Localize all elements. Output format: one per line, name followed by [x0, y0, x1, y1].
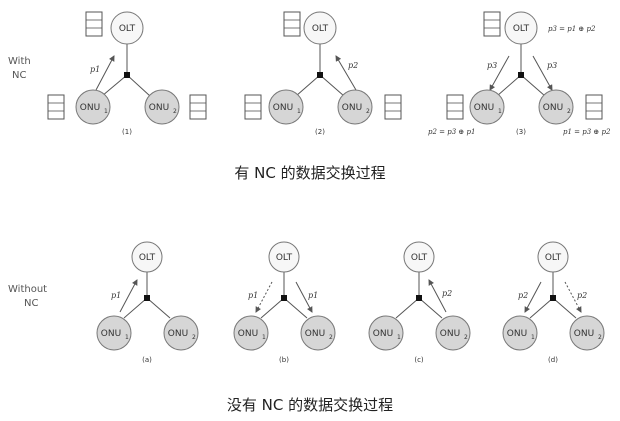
- buffer-icon: [47, 94, 65, 120]
- onu1-node: [233, 315, 269, 351]
- onu1-label: ONU: [80, 103, 100, 113]
- svg-text:ONU: ONU: [373, 329, 393, 339]
- label-p3-right: p3: [547, 61, 557, 70]
- onu2-node: [300, 315, 336, 351]
- svg-text:OLT: OLT: [411, 253, 428, 263]
- svg-text:2: 2: [173, 108, 177, 115]
- without-panel-a: p1 OLT ONU 1 ONU 2 (a): [96, 241, 199, 364]
- svg-text:ONU: ONU: [342, 103, 362, 113]
- olt-node: [537, 241, 569, 273]
- with-panel-2: p2 OLT ONU 1 ONU 2 (2): [244, 11, 402, 136]
- buffer-icon: [585, 94, 603, 120]
- with-panel-3: p3 p3 OLT ONU 1 ONU 2 p3 = p1 ⊕ p2 p2 = …: [428, 11, 611, 136]
- caption-with-nc: 有 NC 的数据交换过程: [234, 164, 385, 182]
- onu2-label: ONU: [149, 103, 169, 113]
- equation-left: p2 = p3 ⊕ p1: [428, 128, 475, 136]
- svg-text:1: 1: [498, 108, 502, 115]
- olt-node: [110, 11, 144, 45]
- buffer-icon: [483, 11, 501, 37]
- caption-without-nc: 没有 NC 的数据交换过程: [227, 396, 393, 414]
- svg-text:(b): (b): [279, 356, 289, 364]
- svg-text:1: 1: [397, 334, 401, 341]
- buffer-icon: [189, 94, 207, 120]
- svg-text:p1: p1: [308, 291, 318, 300]
- svg-text:2: 2: [567, 108, 571, 115]
- buffer-icon: [283, 11, 301, 37]
- with-label: With: [8, 56, 31, 67]
- buffer-icon: [384, 94, 402, 120]
- svg-text:ONU: ONU: [238, 329, 258, 339]
- svg-text:(2): (2): [315, 128, 325, 136]
- svg-text:(d): (d): [548, 356, 558, 364]
- without-panel-b: p1 p1 OLT ONU 1 ONU 2 (b): [233, 241, 336, 364]
- onu2-node: [144, 89, 180, 125]
- olt-node: [303, 11, 337, 45]
- onu2-node: [163, 315, 199, 351]
- svg-text:ONU: ONU: [440, 329, 460, 339]
- svg-text:2: 2: [464, 334, 468, 341]
- label-p1: p1: [90, 65, 100, 74]
- svg-text:OLT: OLT: [276, 253, 293, 263]
- onu1-node: [75, 89, 111, 125]
- onu2-node: [435, 315, 471, 351]
- onu1-node: [368, 315, 404, 351]
- olt-node: [504, 11, 538, 45]
- svg-text:2: 2: [329, 334, 333, 341]
- olt-label: OLT: [119, 24, 136, 34]
- panel-id: (1): [122, 128, 132, 136]
- without-nc-label: NC: [24, 298, 38, 309]
- svg-text:p2: p2: [442, 289, 452, 298]
- buffer-icon: [446, 94, 464, 120]
- olt-node: [131, 241, 163, 273]
- svg-text:ONU: ONU: [273, 103, 293, 113]
- onu1-node: [268, 89, 304, 125]
- svg-text:p2: p2: [577, 291, 587, 300]
- svg-text:1: 1: [125, 334, 129, 341]
- svg-text:2: 2: [598, 334, 602, 341]
- olt-node: [403, 241, 435, 273]
- svg-text:2: 2: [192, 334, 196, 341]
- buffer-icon: [244, 94, 262, 120]
- onu2-node: [337, 89, 373, 125]
- svg-text:ONU: ONU: [474, 103, 494, 113]
- label-p2: p2: [348, 61, 358, 70]
- without-panel-d: p2 p2 OLT ONU 1 ONU 2 (d): [502, 241, 605, 364]
- without-panel-c: p2 OLT ONU 1 ONU 2 (c): [368, 241, 471, 364]
- with-nc-label: NC: [12, 70, 26, 81]
- svg-text:ONU: ONU: [574, 329, 594, 339]
- without-label: Without: [8, 284, 47, 295]
- svg-text:ONU: ONU: [168, 329, 188, 339]
- svg-text:1: 1: [297, 108, 301, 115]
- onu1-node: [96, 315, 132, 351]
- svg-text:p2: p2: [518, 291, 528, 300]
- svg-text:ONU: ONU: [101, 329, 121, 339]
- svg-text:OLT: OLT: [139, 253, 156, 263]
- onu2-node: [569, 315, 605, 351]
- olt-node: [268, 241, 300, 273]
- svg-text:p1: p1: [111, 291, 121, 300]
- svg-text:OLT: OLT: [545, 253, 562, 263]
- svg-text:(c): (c): [414, 356, 424, 364]
- onu1-node: [502, 315, 538, 351]
- svg-text:2: 2: [366, 108, 370, 115]
- label-p3-left: p3: [487, 61, 497, 70]
- svg-text:(3): (3): [516, 128, 526, 136]
- svg-text:1: 1: [104, 108, 108, 115]
- onu1-node: [469, 89, 505, 125]
- with-panel-1: p1 OLT ONU 1 ONU 2 (1): [47, 11, 207, 136]
- svg-text:1: 1: [531, 334, 535, 341]
- svg-text:OLT: OLT: [513, 24, 530, 34]
- svg-text:1: 1: [262, 334, 266, 341]
- svg-text:(a): (a): [142, 356, 152, 364]
- onu2-node: [538, 89, 574, 125]
- svg-text:p1: p1: [248, 291, 258, 300]
- svg-text:ONU: ONU: [543, 103, 563, 113]
- svg-text:ONU: ONU: [507, 329, 527, 339]
- svg-text:OLT: OLT: [312, 24, 329, 34]
- svg-text:ONU: ONU: [305, 329, 325, 339]
- equation-top: p3 = p1 ⊕ p2: [548, 25, 596, 33]
- equation-right: p1 = p3 ⊕ p2: [563, 128, 611, 136]
- buffer-icon: [85, 11, 103, 37]
